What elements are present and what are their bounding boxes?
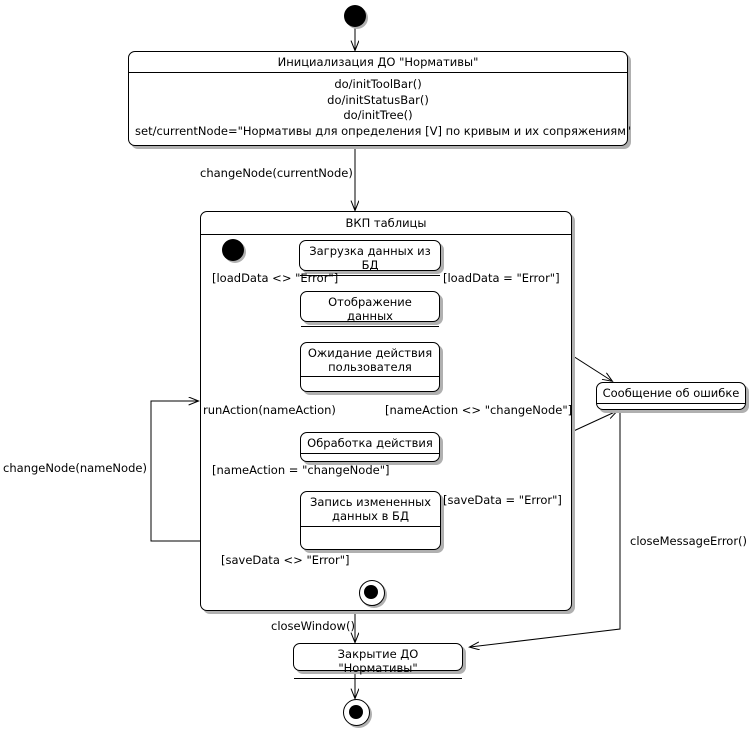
label-load-ok: [loadData <> "Error"] [212,271,339,285]
label-load-error: [loadData = "Error"] [443,271,560,285]
state-name-line: Ожидание действия [307,346,433,360]
initial-state-start [344,5,366,27]
state-display-data-name: Отображение данных [328,295,412,323]
state-display-data[interactable]: Отображение данных [300,291,440,327]
label-save-ok: [saveData <> "Error"] [221,553,350,567]
state-wait-user-action-compartment [301,376,439,385]
state-name-line: данных в БД [332,509,409,523]
edge-changenode-selfloop [150,401,200,542]
activity-line: set/currentNode="Нормативы для определен… [135,123,632,138]
state-load-data-name: Загрузка данных из БД [309,244,431,272]
edge-error-to-close [470,410,621,647]
label-name-action-eq: [nameAction = "changeNode"] [212,463,390,477]
final-state-inner-dot [364,585,378,599]
state-close-document-name: Закрытие ДО "Нормативы" [337,647,419,675]
state-initialization-activities: do/initToolBar() do/initStatusBar() do/i… [129,73,632,144]
state-initialization-divider [129,72,627,73]
label-save-error: [saveData = "Error"] [443,493,562,507]
state-wait-user-action-name: Ожидание действия пользователя [301,343,439,376]
state-error-message[interactable]: Сообщение об ошибке [596,382,746,410]
composite-state-name: ВКП таблицы [201,212,571,235]
state-name-line: Запись измененных [309,495,432,509]
state-load-data-compartment [300,275,440,283]
state-error-message-compartment [597,403,745,409]
state-close-document[interactable]: Закрытие ДО "Нормативы" [293,643,463,679]
state-save-data[interactable]: Запись измененных данных в БД [300,491,441,550]
state-save-data-name: Запись измененных данных в БД [301,492,440,526]
activity-line: do/initToolBar() [334,77,422,91]
label-close-message-error: closeMessageError() [630,534,748,548]
activity-line: do/initStatusBar() [327,92,429,107]
state-initialization-name: Инициализация ДО "Нормативы" [277,55,479,69]
activity-line: do/initTree() [343,108,413,122]
label-change-node-current: changeNode(currentNode) [200,166,353,180]
state-close-document-compartment [294,678,462,684]
state-save-data-compartment [301,526,440,544]
initial-state-inner [222,239,244,261]
label-close-window: closeWindow() [271,619,355,633]
label-name-action-neq: [nameAction <> "changeNode"] [385,403,573,417]
label-change-node-name: changeNode(nameNode) [3,461,147,475]
final-state-inner [359,580,385,606]
state-process-action-name: Обработка действия [307,436,433,450]
state-load-data[interactable]: Загрузка данных из БД [299,240,441,276]
state-process-action[interactable]: Обработка действия [300,432,440,462]
state-initialization[interactable]: Инициализация ДО "Нормативы" do/initTool… [128,51,632,146]
state-display-data-compartment [301,326,439,334]
state-error-message-name: Сообщение об ошибке [602,386,740,400]
final-state-end-dot [348,704,363,719]
state-name-line: пользователя [328,360,412,374]
state-process-action-compartment [301,453,439,460]
final-state-end [343,699,370,726]
label-run-action: runAction(nameAction) [203,403,336,417]
state-wait-user-action[interactable]: Ожидание действия пользователя [300,342,440,392]
